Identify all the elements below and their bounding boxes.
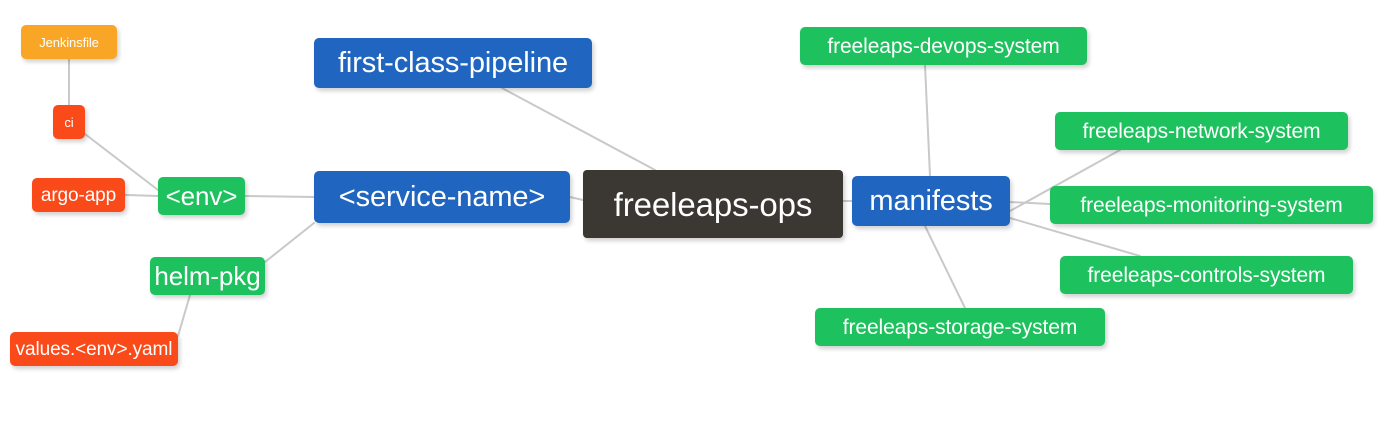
node-helm-pkg[interactable]: helm-pkg: [150, 257, 265, 295]
node-argo-app[interactable]: argo-app: [32, 178, 125, 212]
node-freeleaps-ops[interactable]: freeleaps-ops: [583, 170, 843, 238]
node-values-yaml[interactable]: values.<env>.yaml: [10, 332, 178, 366]
edge-env-to-service-name: [244, 195, 315, 198]
node-freeleaps-monitoring-system[interactable]: freeleaps-monitoring-system: [1050, 186, 1373, 224]
node-jenkinsfile[interactable]: Jenkinsfile: [21, 25, 117, 59]
edge-service-name-to-freeleaps-ops: [569, 196, 584, 201]
node-freeleaps-storage-system[interactable]: freeleaps-storage-system: [815, 308, 1105, 346]
node-ci[interactable]: ci: [53, 105, 85, 139]
node-first-class-pipeline[interactable]: first-class-pipeline: [314, 38, 592, 88]
node-freeleaps-controls-system[interactable]: freeleaps-controls-system: [1060, 256, 1353, 294]
edge-first-class-pipeline-to-freeleaps-ops: [501, 87, 656, 171]
node-freeleaps-network-system[interactable]: freeleaps-network-system: [1055, 112, 1348, 150]
edge-manifests-to-freeleaps-devops-system: [924, 64, 931, 177]
edge-service-name-to-helm-pkg: [264, 222, 315, 263]
node-freeleaps-devops-system[interactable]: freeleaps-devops-system: [800, 27, 1087, 65]
edge-helm-pkg-to-values-yaml: [177, 294, 191, 337]
node-env[interactable]: <env>: [158, 177, 245, 215]
node-service-name[interactable]: <service-name>: [314, 171, 570, 223]
edge-manifests-to-freeleaps-storage-system: [924, 225, 966, 309]
node-manifests[interactable]: manifests: [852, 176, 1010, 226]
edge-manifests-to-freeleaps-monitoring-system: [1009, 201, 1051, 205]
edge-argo-app-to-env: [124, 194, 159, 197]
